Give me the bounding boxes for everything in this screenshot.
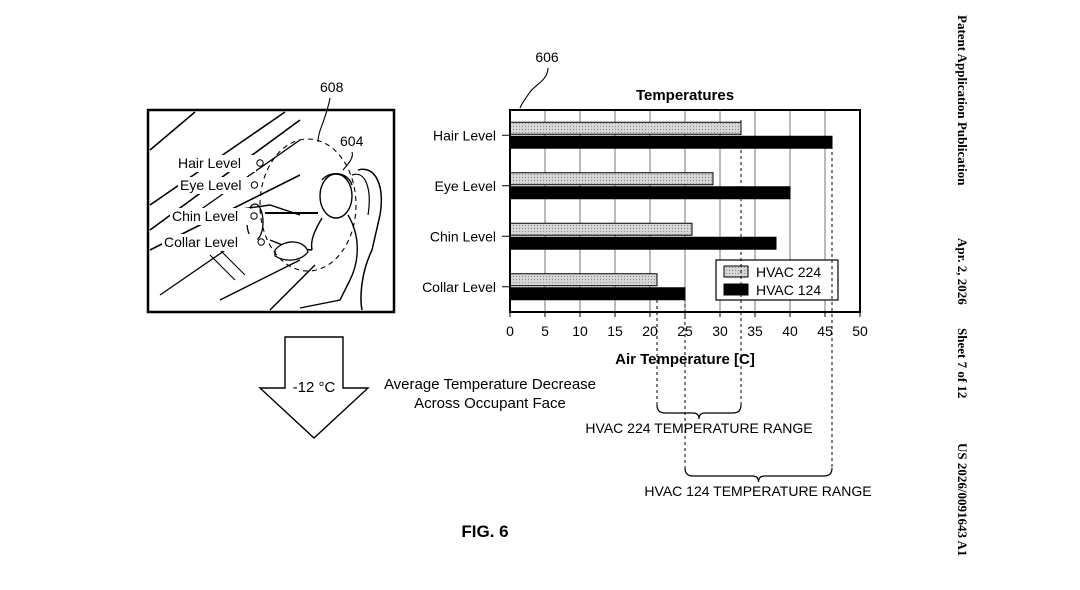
range-brace	[684, 467, 833, 483]
bar-hvac-224	[509, 273, 658, 287]
cabin-level-label: Eye Level	[180, 177, 241, 193]
category-label: Collar Level	[422, 279, 496, 295]
category-label: Hair Level	[433, 127, 496, 143]
x-tick-label: 45	[817, 323, 833, 339]
cabin-level-label-bg	[162, 234, 258, 251]
cabin-level-label: Hair Level	[178, 155, 241, 171]
x-tick-label: 40	[782, 323, 798, 339]
patent-header-number: US 2026/0091643 A1	[955, 443, 970, 557]
x-tick-label: 5	[541, 323, 549, 339]
patent-header-sheet: Sheet 7 of 12	[955, 328, 970, 399]
range-brace	[656, 404, 742, 420]
ref-608: 608	[320, 79, 344, 95]
level-marker-icon	[256, 159, 264, 167]
bar-hvac-224	[509, 172, 714, 186]
x-tick-label: 20	[642, 323, 658, 339]
level-marker-icon	[250, 181, 259, 189]
arrow-value: -12 °C	[293, 379, 336, 396]
category-label: Eye Level	[435, 178, 496, 194]
x-tick-label: 15	[607, 323, 623, 339]
x-tick-label: 35	[747, 323, 763, 339]
legend-label: HVAC 224	[756, 264, 821, 280]
legend-label: HVAC 124	[756, 282, 821, 298]
patent-header-publication: Patent Application Publication	[955, 15, 970, 186]
cabin-level-label-bg	[170, 208, 250, 225]
x-tick-label: 30	[712, 323, 728, 339]
range-label-hvac124: HVAC 124 TEMPERATURE RANGE	[644, 483, 871, 499]
x-tick-label: 0	[506, 323, 514, 339]
level-marker-icon	[257, 238, 265, 246]
ref-606: 606	[535, 49, 559, 65]
cabin-level-label: Chin Level	[172, 208, 238, 224]
bar-hvac-224	[509, 121, 742, 135]
arrow-caption-line1: Average Temperature Decrease	[384, 376, 596, 393]
x-tick-label: 10	[572, 323, 588, 339]
bar-hvac-124	[509, 287, 686, 301]
category-label: Chin Level	[430, 228, 496, 244]
legend-swatch	[723, 283, 749, 296]
down-arrow-shape	[258, 336, 370, 439]
level-marker-icon	[250, 212, 258, 220]
arrow-caption-line2: Across Occupant Face	[414, 395, 566, 412]
temperature-decrease-arrow: -12 °C	[258, 336, 370, 439]
range-label-hvac224: HVAC 224 TEMPERATURE RANGE	[585, 420, 812, 436]
figure-label: FIG. 6	[461, 522, 508, 541]
cabin-level-label: Collar Level	[164, 234, 238, 250]
bar-hvac-124	[509, 186, 791, 200]
bar-hvac-124	[509, 236, 777, 250]
cabin-level-label-bg	[178, 177, 251, 194]
x-tick-label: 50	[852, 323, 868, 339]
bar-hvac-124	[509, 135, 833, 149]
patent-header-date: Apr. 2, 2026	[955, 238, 970, 305]
cabin-level-label-bg	[176, 155, 256, 172]
chart-title: Temperatures	[636, 87, 734, 104]
legend-swatch	[723, 265, 749, 278]
bar-hvac-224	[509, 222, 693, 236]
zone-608-ellipse	[259, 138, 357, 272]
ref-604: 604	[340, 133, 364, 149]
